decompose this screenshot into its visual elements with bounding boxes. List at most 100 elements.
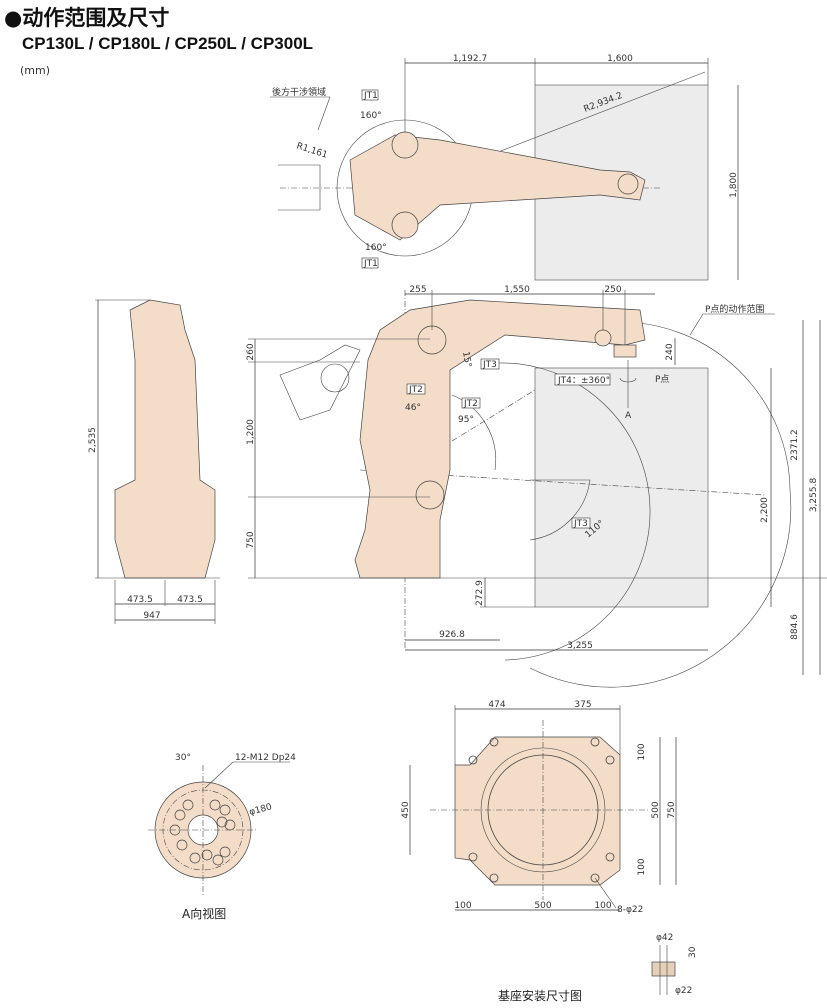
drawing-line (224, 819, 236, 831)
unit-label: (mm) (20, 64, 51, 77)
side-work-zone (534, 367, 709, 608)
dim-926: 926.8 (439, 630, 465, 640)
drawing-line (176, 839, 188, 851)
dim-250: 250 (604, 285, 621, 295)
a-view-diameter: φ180 (248, 802, 273, 818)
drawing-line (590, 873, 600, 883)
hole-section (651, 961, 676, 977)
drawing-line (391, 211, 419, 239)
drawing-line (391, 131, 419, 159)
base-dim-100-right: 100 (594, 901, 611, 911)
a-view-holes: 12-M12 Dp24 (235, 753, 296, 763)
base-dim-100-bottom: 100 (637, 858, 647, 875)
drawing-line (554, 373, 611, 386)
rear-interference-label: 後方干涉領域 (272, 86, 326, 98)
drawing-line (317, 96, 331, 131)
dim-2200: 2,200 (760, 497, 770, 523)
jt2-label-right: JT2 (463, 399, 478, 409)
dim-2371: 2371.2 (790, 429, 800, 461)
drawing-line (468, 755, 478, 765)
hole-depth-30: 30 (688, 946, 698, 958)
dim-260: 260 (246, 343, 256, 360)
base-dim-375: 375 (574, 700, 591, 710)
drawing-line (613, 344, 637, 358)
drawing-line (617, 173, 639, 195)
drawing-line (605, 852, 615, 862)
dim-272: 272.9 (475, 580, 485, 606)
drawing-line (415, 480, 445, 510)
angle-bottom: 160° (365, 243, 387, 253)
jt3-label-upper: JT3 (482, 360, 497, 370)
hole-phi22: φ22 (675, 986, 692, 996)
drawing-line (594, 329, 612, 347)
a-view-caption: A向视图 (182, 906, 226, 921)
drawing-line (182, 799, 194, 811)
angle-top: 160° (360, 111, 382, 121)
front-robot-body (114, 299, 216, 579)
base-dim-100-left: 100 (454, 901, 471, 911)
dim-750: 750 (246, 531, 256, 548)
angle-95: 95° (458, 415, 474, 425)
drawing-line (571, 517, 591, 529)
drawing-line (480, 358, 500, 370)
dim-255: 255 (409, 285, 426, 295)
a-view: 30° 12-M12 Dp24 φ180 A向视图 (148, 753, 296, 921)
base-dim-500-v: 500 (651, 801, 661, 818)
base-dim-500-h: 500 (534, 901, 551, 911)
base-view: 474 375 450 100 500 100 750 100 500 100 … (401, 700, 698, 1003)
drawing-line (278, 164, 321, 211)
drawing-line (204, 761, 234, 789)
p-range-label: P点的动作范围 (705, 303, 764, 315)
dim-2535: 2,535 (88, 427, 98, 453)
drawing-line (169, 824, 181, 836)
drawing-line (189, 852, 201, 864)
p-point-label: P点 (655, 374, 669, 385)
dim-947: 947 (143, 611, 160, 621)
drawing-line (406, 383, 426, 395)
top-view: 1,192.7 1,600 1,800 R2,934.2 後方干涉領域 R1,1… (270, 54, 739, 281)
drawing-line (201, 849, 213, 861)
side-view: 260 1,200 750 255 1,550 250 P点的动作范围 240 … (246, 285, 827, 688)
drawing-line (174, 809, 186, 821)
drawing-line (461, 397, 481, 409)
base-holes: 8-φ22 (617, 905, 643, 915)
jt2-label-left: JT2 (408, 385, 423, 395)
drawing-line (209, 799, 221, 811)
drawing-line (216, 816, 228, 828)
drawing-line (219, 804, 231, 816)
dim-3255-8: 3,255.8 (809, 478, 819, 513)
dim-473-left: 473.5 (127, 595, 153, 605)
drawing-line (689, 313, 704, 336)
drawing-line (361, 257, 379, 269)
dim-240: 240 (665, 343, 675, 360)
dim-3255: 3,255 (567, 641, 593, 651)
hole-phi42: φ42 (656, 933, 673, 943)
base-dim-100-top: 100 (637, 743, 647, 760)
drawing-line (279, 344, 361, 421)
angle-46: 46° (405, 403, 421, 413)
jt1-label-top: JT1 (363, 91, 378, 101)
dim-1550: 1,550 (504, 285, 530, 295)
front-view: 2,535 473.5 473.5 947 (88, 299, 220, 624)
drawing-line (594, 877, 617, 909)
jt1-label-bottom: JT1 (363, 259, 378, 269)
base-dim-750: 750 (667, 801, 677, 818)
radius-rear: R1,161 (295, 141, 329, 160)
dim-1200: 1,200 (246, 419, 256, 445)
base-caption: 基座安装尺寸图 (498, 988, 582, 1003)
drawing-line (590, 737, 600, 747)
a-view-arrow-label: A (625, 411, 632, 421)
model-list: CP130L / CP180L / CP250L / CP300L (22, 34, 314, 53)
drawing-line (489, 873, 499, 883)
drawing-line (219, 846, 231, 858)
a-view-angle: 30° (175, 753, 191, 763)
base-dim-474: 474 (488, 700, 505, 710)
dim-473-right: 473.5 (177, 595, 203, 605)
jt3-label-lower: JT3 (573, 519, 588, 529)
drawing-line (605, 755, 615, 765)
drawing-line (489, 737, 499, 747)
drawing-line (417, 325, 447, 355)
dim-1800: 1,800 (729, 172, 739, 198)
drawing-line (212, 854, 224, 866)
